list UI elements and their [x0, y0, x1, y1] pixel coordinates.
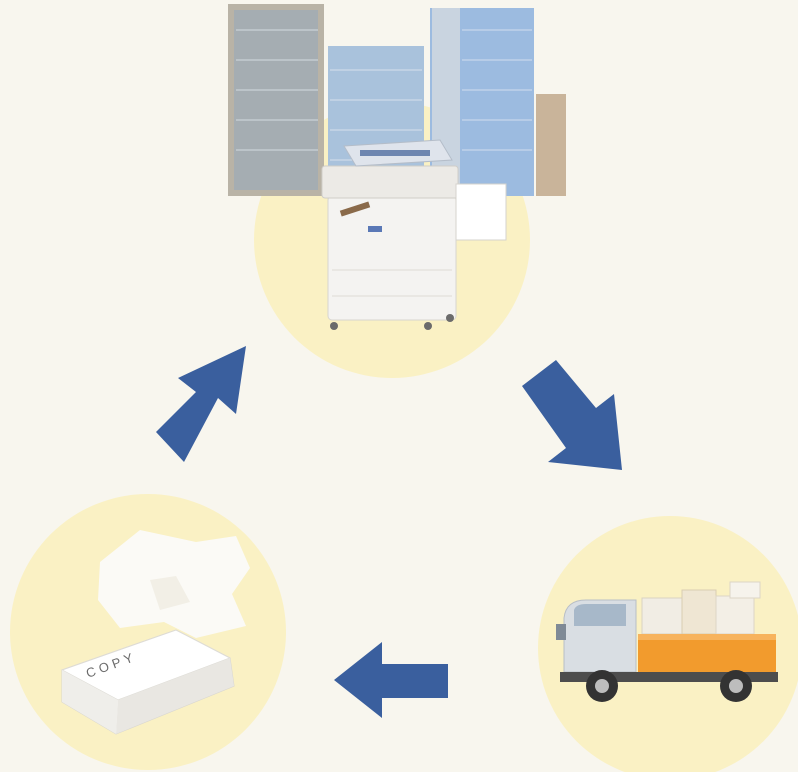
delivery-truck-icon — [530, 500, 798, 772]
paper-node: COPY — [0, 490, 300, 772]
delivery-node — [530, 500, 798, 772]
copy-paper-icon: COPY — [0, 490, 300, 772]
